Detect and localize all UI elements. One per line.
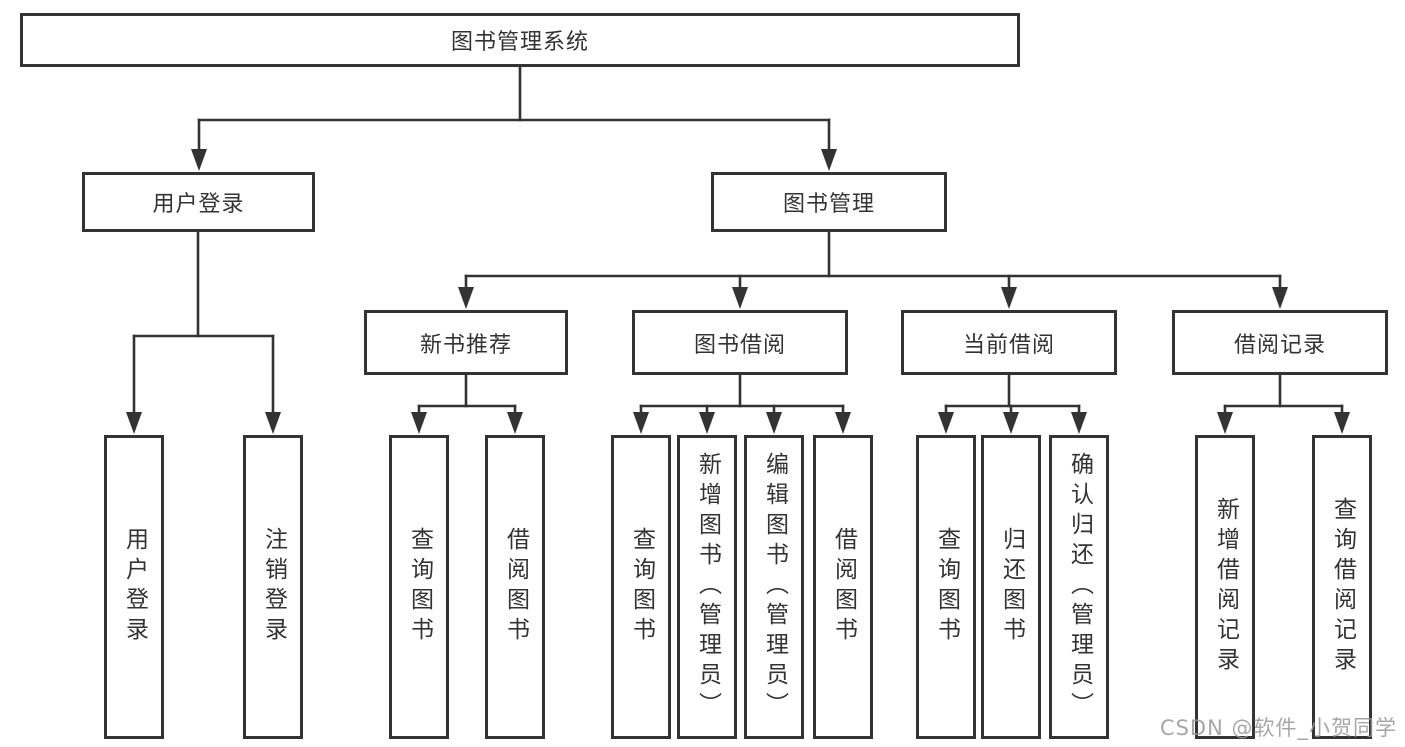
node-current-borrowing: 当前借阅: [901, 310, 1117, 375]
node-label: 借阅记录: [1233, 332, 1326, 358]
node-label: 归还图书: [998, 527, 1025, 647]
node-label: 图书借阅: [693, 332, 786, 358]
node-leaf-query-books-1: 查询图书: [389, 435, 449, 739]
node-leaf-confirm-return-admin: 确认归还（管理员）: [1049, 435, 1109, 739]
node-leaf-add-book-admin: 新增图书（管理员）: [677, 435, 737, 739]
node-library-management-system: 图书管理系统: [20, 13, 1020, 67]
node-label: 当前借阅: [962, 332, 1055, 358]
node-book-borrowing: 图书借阅: [632, 310, 848, 375]
arrowheads: [126, 149, 1350, 434]
node-user-login: 用户登录: [82, 172, 315, 232]
node-label: 新书推荐: [419, 332, 512, 358]
node-label: 图书管理系统: [450, 30, 589, 55]
node-leaf-query-books-3: 查询图书: [916, 435, 976, 739]
node-label: 新增图书（管理员）: [694, 452, 721, 722]
node-borrowing-records: 借阅记录: [1172, 310, 1388, 375]
node-leaf-user-login: 用户登录: [104, 435, 164, 739]
node-label: 图书管理: [782, 192, 875, 217]
node-leaf-edit-book-admin: 编辑图书（管理员）: [744, 435, 804, 739]
node-label: 确认归还（管理员）: [1066, 452, 1093, 722]
node-label: 查询借阅记录: [1329, 497, 1356, 677]
node-label: 新增借阅记录: [1212, 497, 1239, 677]
watermark: CSDN @软件_小贺同学: [1159, 716, 1397, 740]
node-label: 借阅图书: [502, 527, 529, 647]
node-label: 编辑图书（管理员）: [761, 452, 788, 722]
node-label: 查询图书: [406, 527, 433, 647]
node-label: 用户登录: [152, 192, 245, 217]
node-leaf-logout-login: 注销登录: [243, 435, 303, 739]
node-label: 查询图书: [628, 527, 655, 647]
node-label: 查询图书: [933, 527, 960, 647]
node-leaf-borrow-books-1: 借阅图书: [485, 435, 545, 739]
node-book-management: 图书管理: [711, 172, 947, 232]
node-new-book-recommendation: 新书推荐: [364, 310, 568, 375]
node-leaf-return-books: 归还图书: [981, 435, 1041, 739]
node-label: 借阅图书: [830, 527, 857, 647]
node-leaf-add-borrow-record: 新增借阅记录: [1195, 435, 1255, 739]
node-leaf-query-books-2: 查询图书: [611, 435, 671, 739]
node-leaf-borrow-books-2: 借阅图书: [813, 435, 873, 739]
node-label: 用户登录: [121, 527, 148, 647]
node-leaf-query-borrow-record: 查询借阅记录: [1312, 435, 1372, 739]
node-label: 注销登录: [260, 527, 287, 647]
